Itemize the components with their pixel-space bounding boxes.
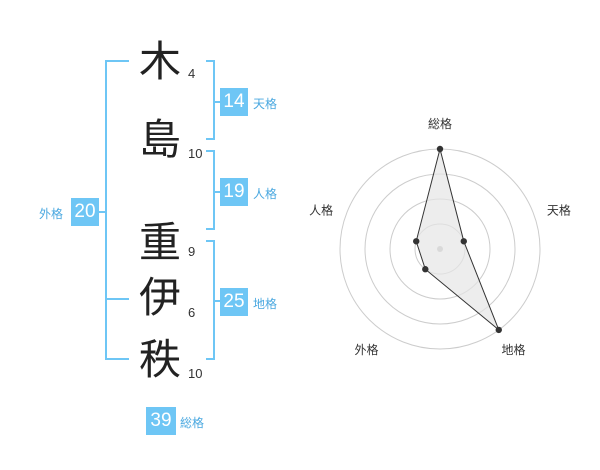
stroke-count-3: 9 xyxy=(188,244,196,259)
tenkaku-value: 14 xyxy=(220,88,248,116)
radar-point-5 xyxy=(413,238,420,245)
soukaku-label: 総格 xyxy=(180,416,205,430)
chikaku-label: 地格 xyxy=(253,297,278,311)
radar-points xyxy=(413,145,502,334)
name-char-2: 島 xyxy=(138,115,181,164)
gaikaku-label: 外格 xyxy=(39,207,64,221)
radar-point-1 xyxy=(436,145,444,153)
radar-point-3 xyxy=(495,326,502,334)
radar-point-4 xyxy=(422,266,429,273)
radar-axis-label-1: 総格 xyxy=(428,116,452,131)
radar-axis-label-3: 地格 xyxy=(501,342,525,357)
radar-axis-label-4: 外格 xyxy=(354,342,378,357)
stroke-count-1: 4 xyxy=(188,66,196,81)
name-char-3: 重 xyxy=(138,218,181,267)
radar-area xyxy=(415,148,500,331)
radar-axis-label-2: 天格 xyxy=(547,202,571,217)
soukaku-value: 39 xyxy=(146,407,176,435)
name-char-1: 木 xyxy=(138,37,181,86)
stroke-count-5: 10 xyxy=(188,366,203,381)
name-char-5: 秩 xyxy=(138,335,181,384)
radar-axis-label-5: 人格 xyxy=(309,202,333,217)
radar-point-2 xyxy=(460,238,467,245)
gaikaku-value: 20 xyxy=(71,198,99,226)
stroke-count-2: 10 xyxy=(188,146,203,161)
jinkaku-value: 19 xyxy=(220,178,248,206)
chikaku-value: 25 xyxy=(220,288,248,316)
name-char-4: 伊 xyxy=(138,273,181,322)
stroke-count-4: 6 xyxy=(188,305,196,320)
jinkaku-label: 人格 xyxy=(253,187,278,201)
tenkaku-label: 天格 xyxy=(253,97,278,111)
